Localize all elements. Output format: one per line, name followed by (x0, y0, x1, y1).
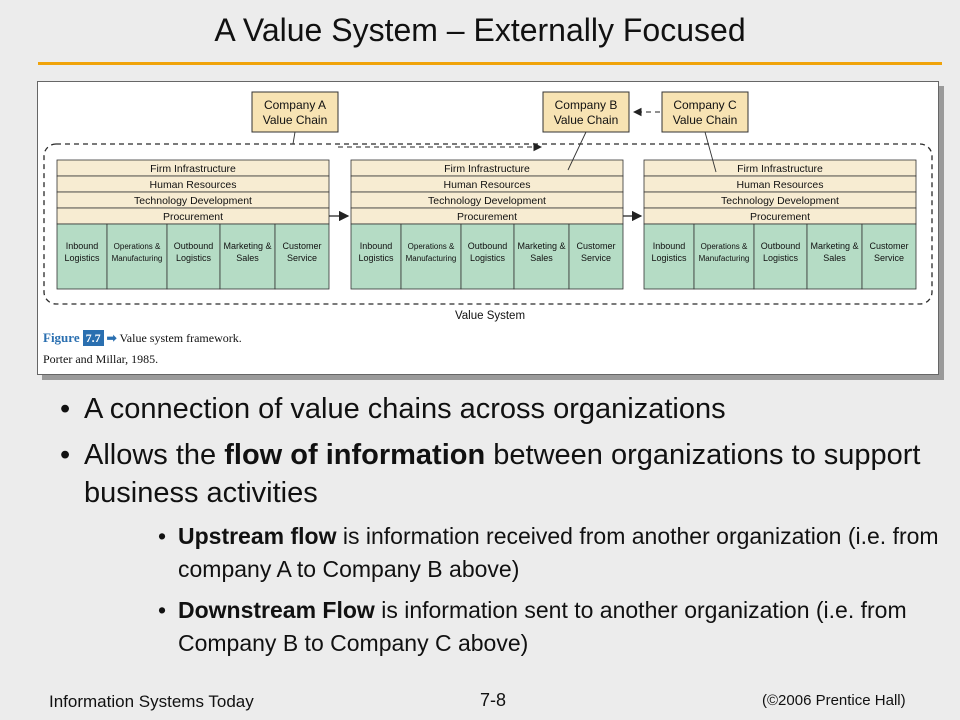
company-label-subtitle: Value Chain (673, 113, 738, 127)
figure-number: 7.7 (82, 330, 104, 346)
primary-activity-cell (400, 223, 462, 290)
title-divider (38, 62, 942, 65)
bullet-item: • Allows the flow of information between… (60, 436, 940, 512)
primary-activity-cell (274, 223, 330, 290)
primary-activity-label: Customer (869, 241, 908, 251)
sub-bullet-item: • Upstream flow is information received … (158, 520, 940, 586)
caption-arrow-icon: ➡ (106, 331, 117, 345)
support-activity-label: Human Resources (150, 179, 237, 191)
bullet-text-plain: between organizations to support busines… (84, 439, 921, 509)
bullet-text-bold: flow of information (224, 439, 486, 471)
support-activity-label: Human Resources (444, 179, 531, 191)
primary-activity-label: Service (581, 253, 611, 263)
figure-label: Figure (43, 330, 80, 345)
primary-activity-label: Inbound (360, 241, 393, 251)
support-activity-label: Technology Development (134, 195, 252, 207)
primary-activity-label: Sales (236, 253, 259, 263)
support-activity-label: Procurement (457, 211, 517, 223)
company-leader-line (704, 131, 717, 173)
primary-activity-label: Service (874, 253, 904, 263)
sub-bullet-item: • Downstream Flow is information sent to… (158, 594, 940, 660)
bullet-text-plain: Allows the (84, 439, 225, 471)
primary-activity-cell (568, 223, 624, 290)
primary-activity-label: Logistics (176, 253, 212, 263)
primary-activity-label: Sales (530, 253, 553, 263)
bullet-text: Allows the flow of information between o… (84, 436, 940, 512)
primary-activity-cell (513, 223, 570, 290)
sub-bullet-text-plain: is information sent to another organizat… (178, 597, 907, 656)
footer-copyright: (©2006 Prentice Hall) (762, 692, 906, 709)
primary-activity-label: Manufacturing (406, 254, 457, 263)
primary-activity-cell (753, 223, 808, 290)
primary-activity-cell (693, 223, 755, 290)
bullet-item: • A connection of value chains across or… (60, 390, 940, 428)
sub-bullet-text-bold: Downstream Flow (178, 597, 375, 623)
sub-bullet-text-plain: is information received from another org… (178, 523, 939, 582)
figure-source: Porter and Millar, 1985. (43, 352, 159, 366)
support-activity-label: Human Resources (737, 179, 824, 191)
sub-bullet-text-bold: Upstream flow (178, 523, 337, 549)
primary-activity-label: Operations & (701, 242, 748, 251)
support-activity-label: Technology Development (721, 195, 839, 207)
primary-activity-label: Inbound (66, 241, 99, 251)
slide-title: A Value System – Externally Focused (214, 12, 746, 48)
primary-activity-label: Outbound (174, 241, 214, 251)
company-label-name: Company A (264, 98, 326, 112)
footer-book-title: Information Systems Today (49, 692, 254, 711)
support-activity-label: Firm Infrastructure (150, 163, 236, 175)
primary-activity-label: Operations & (114, 242, 161, 251)
primary-activity-label: Manufacturing (699, 254, 750, 263)
primary-activity-cell (166, 223, 221, 290)
primary-activity-label: Inbound (653, 241, 686, 251)
bullet-text: A connection of value chains across orga… (84, 390, 726, 428)
bullet-text-plain: A connection of value chains across orga… (84, 393, 726, 425)
company-label-subtitle: Value Chain (263, 113, 328, 127)
primary-activity-label: Logistics (358, 253, 394, 263)
footer-page-number: 7-8 (480, 690, 507, 710)
value-system-label: Value System (455, 310, 525, 322)
primary-activity-label: Marketing & (517, 241, 565, 251)
primary-activity-label: Manufacturing (112, 254, 163, 263)
primary-activity-label: Customer (282, 241, 321, 251)
company-leader-line (567, 131, 587, 171)
bullet-icon: • (158, 523, 167, 549)
bullet-icon: • (158, 597, 167, 623)
primary-activity-label: Logistics (651, 253, 687, 263)
support-activity-label: Firm Infrastructure (444, 163, 530, 175)
company-label-name: Company B (555, 98, 618, 112)
sub-bullet-text: Upstream flow is information received fr… (178, 520, 940, 586)
support-activity-label: Firm Infrastructure (737, 163, 823, 175)
primary-activity-cell (106, 223, 168, 290)
support-activity-label: Technology Development (428, 195, 546, 207)
primary-activity-label: Customer (576, 241, 615, 251)
bullet-icon: • (60, 393, 71, 425)
company-label-name: Company C (673, 98, 737, 112)
bullet-icon: • (60, 439, 71, 471)
primary-activity-label: Outbound (468, 241, 508, 251)
figure-caption-text: Value system framework. (119, 331, 242, 345)
company-label-subtitle: Value Chain (554, 113, 619, 127)
primary-activity-label: Logistics (64, 253, 100, 263)
company-leader-line (292, 131, 296, 145)
value-system-frame (43, 143, 933, 305)
primary-activity-label: Operations & (408, 242, 455, 251)
primary-activity-cell (460, 223, 515, 290)
sub-bullet-text: Downstream Flow is information sent to a… (178, 594, 940, 660)
support-activity-label: Procurement (750, 211, 810, 223)
primary-activity-label: Logistics (470, 253, 506, 263)
primary-activity-label: Sales (823, 253, 846, 263)
primary-activity-label: Service (287, 253, 317, 263)
primary-activity-cell (219, 223, 276, 290)
bullet-list: • A connection of value chains across or… (60, 390, 940, 668)
primary-activity-cell (861, 223, 917, 290)
primary-activity-label: Marketing & (223, 241, 271, 251)
primary-activity-label: Logistics (763, 253, 799, 263)
primary-activity-label: Outbound (761, 241, 801, 251)
support-activity-label: Procurement (163, 211, 223, 223)
primary-activity-label: Marketing & (810, 241, 858, 251)
